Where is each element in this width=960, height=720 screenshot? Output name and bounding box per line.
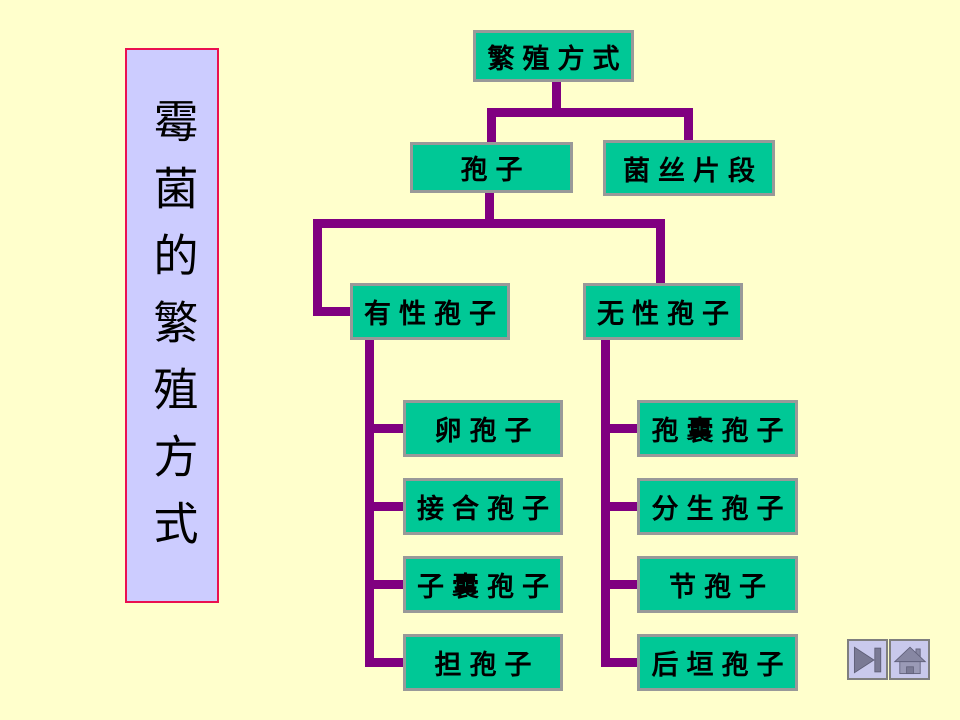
connector-to-hyphae (684, 108, 693, 142)
leaf-conidium: 分生孢子 (637, 478, 798, 535)
node-spore: 孢子 (410, 142, 573, 193)
leaf-oospore: 卵孢子 (403, 400, 563, 457)
node-reproduction-mode: 繁殖方式 (473, 30, 634, 82)
connector-sexual-stub (313, 307, 353, 316)
node-hyphal-fragment: 菌丝片段 (603, 140, 775, 196)
leaf-chlamydospore: 后垣孢子 (637, 634, 798, 691)
home-button[interactable] (889, 639, 930, 680)
home-icon (893, 643, 927, 677)
leaf-ascospore: 子囊孢子 (403, 556, 563, 613)
connector-level2-horizontal (313, 219, 665, 228)
connector-level1-horizontal (487, 108, 693, 117)
slide-title-panel: 霉菌的繁殖方式 (125, 48, 219, 603)
connector-to-asexual (656, 219, 665, 285)
leaf-sporangiospore: 孢囊孢子 (637, 400, 798, 457)
leaf-arthrospore: 节孢子 (637, 556, 798, 613)
connector-stub-conidium (601, 502, 639, 511)
skip-to-end-icon (851, 643, 885, 677)
connector-stub-arthrospore (601, 580, 639, 589)
connector-stub-chlamydospore (601, 658, 639, 667)
nav-buttons (847, 639, 930, 680)
node-asexual-spore: 无性孢子 (583, 283, 743, 340)
leaf-zygospore: 接合孢子 (403, 478, 563, 535)
slide-title: 霉菌的繁殖方式 (145, 98, 199, 567)
connector-stub-zygospore (365, 502, 405, 511)
connector-stub-ascospore (365, 580, 405, 589)
connector-spore-drop (485, 192, 494, 228)
connector-stub-sporangiospore (601, 424, 639, 433)
node-sexual-spore: 有性孢子 (350, 283, 510, 340)
connector-stub-oospore (365, 424, 405, 433)
connector-to-spore (487, 108, 496, 144)
connector-stub-basidiospore (365, 658, 405, 667)
leaf-basidiospore: 担孢子 (403, 634, 563, 691)
connector-root-drop (552, 80, 561, 117)
connector-sexual-vertical (313, 219, 322, 316)
next-slide-button[interactable] (847, 639, 888, 680)
